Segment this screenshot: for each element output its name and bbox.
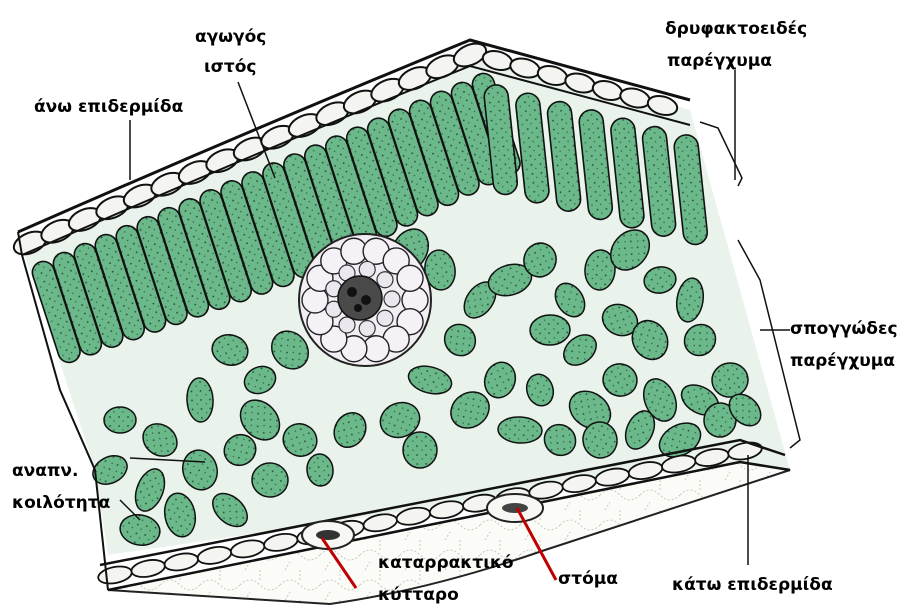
- label-ano-epidermida: άνω επιδερμίδα: [34, 96, 183, 118]
- label-anapn: αναπν.: [12, 460, 78, 482]
- label-parenchyma-top: παρέγχυμα: [667, 50, 772, 72]
- bundle-sheath-cell: [397, 265, 423, 291]
- lower-epidermis-cell: [229, 538, 265, 560]
- label-dryfaktoeides: δρυφακτοειδές: [665, 18, 807, 40]
- lower-epidermis-cell: [97, 564, 133, 586]
- label-stoma: στόμα: [558, 568, 618, 590]
- vascular-bundle: [299, 234, 431, 366]
- label-katarraktiko: καταρρακτικό: [378, 552, 514, 574]
- lower-epidermis-cell: [163, 551, 199, 573]
- label-koilotita: κοιλότητα: [12, 492, 110, 514]
- xylem-cell: [359, 261, 375, 277]
- label-agogos: αγωγός: [195, 26, 266, 48]
- lower-epidermis-cell: [130, 557, 166, 579]
- spongy-cell: [104, 407, 136, 433]
- label-kyttaro: κύτταρο: [378, 584, 459, 606]
- xylem-cell: [377, 310, 393, 326]
- xylem-cell: [359, 321, 375, 337]
- label-istos: ιστός: [204, 56, 256, 78]
- xylem-cell: [384, 291, 400, 307]
- lower-epidermis-cell: [263, 531, 299, 553]
- spongy-cell: [529, 314, 570, 345]
- label-parenchyma-mid: παρέγχυμα: [790, 350, 895, 372]
- label-kato-epidermida: κάτω επιδερμίδα: [672, 574, 833, 596]
- label-spoggodes: σπογγώδες: [790, 318, 898, 340]
- stoma-right: [487, 494, 543, 522]
- xylem-cell: [377, 272, 393, 288]
- spongy-cell: [403, 432, 438, 469]
- lower-epidermis-cell: [196, 544, 232, 566]
